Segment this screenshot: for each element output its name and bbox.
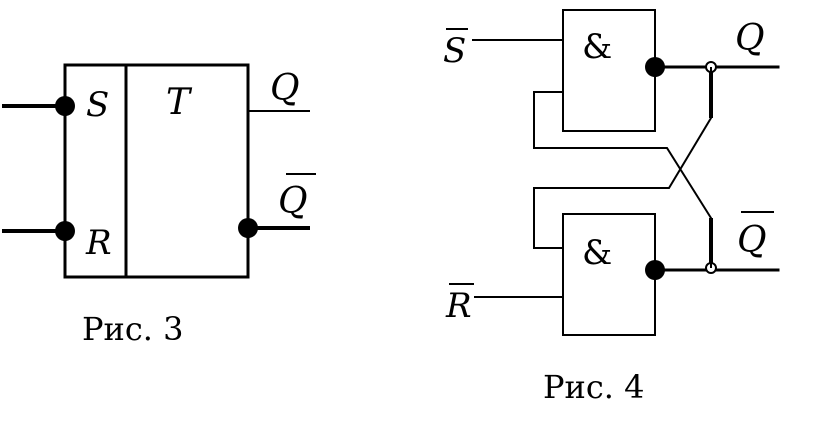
s-bar-input-label: S <box>443 31 466 71</box>
q-bar-inversion-dot <box>238 218 258 238</box>
nand-gate-top-symbol: & <box>582 27 612 67</box>
r-bar-input-label: R <box>445 286 472 326</box>
r-input-label: R <box>85 223 112 263</box>
s-input-label: S <box>86 85 109 125</box>
q-bar-output-label: Q <box>278 181 308 222</box>
feedback-wire-q-to-bottom-gate <box>533 67 712 249</box>
s-input-inversion-dot <box>55 96 75 116</box>
q-bar-output-label: Q <box>737 220 767 261</box>
q-output-label: Q <box>735 18 765 59</box>
figure-4-caption: Рис. 4 <box>543 368 644 406</box>
r-input-inversion-dot <box>55 221 75 241</box>
flipflop-block <box>63 63 250 279</box>
figure-4: & & S R Q Q Рис. 4 <box>443 9 780 406</box>
figure-3-caption: Рис. 3 <box>82 310 183 348</box>
nand-gate-bottom-symbol: & <box>582 233 612 273</box>
feedback-wire-qbar-to-top-gate <box>533 91 712 268</box>
block-type-label: T <box>166 82 193 123</box>
q-output-label: Q <box>270 68 300 109</box>
figure-3: S R T Q Q Рис. 3 <box>2 63 316 348</box>
